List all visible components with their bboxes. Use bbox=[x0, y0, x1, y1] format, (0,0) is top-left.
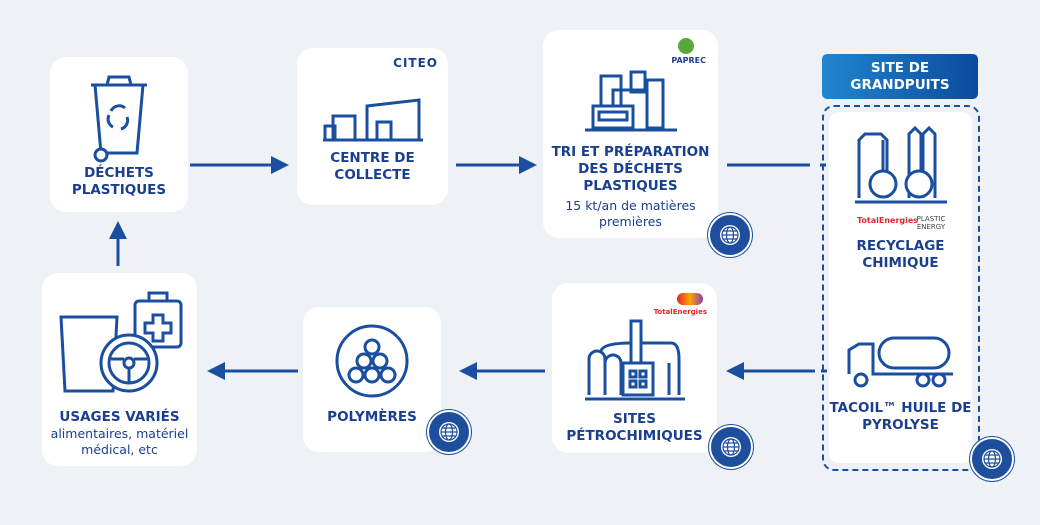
factory-icon bbox=[584, 70, 677, 132]
site-grandpuits-header: SITE DE GRANDPUITS bbox=[822, 54, 978, 99]
plastic-energy-logo: PLASTIC ENERGY bbox=[916, 215, 946, 231]
globe-icon bbox=[721, 437, 741, 457]
products-icon bbox=[58, 291, 182, 393]
chemical-plant-icon bbox=[854, 126, 947, 204]
node-title: TRI ET PRÉPARATION DES DÉCHETS PLASTIQUE… bbox=[551, 144, 710, 194]
node-subtitle: alimentaires, matériel médical, etc bbox=[50, 426, 189, 457]
citeo-logo: CITEO bbox=[393, 56, 438, 70]
node-sites-petrochimiques: TotalEnergies SITES PÉTROCHIMIQUES bbox=[552, 283, 717, 453]
node-centre-collecte: CITEO CENTRE DE COLLECTE bbox=[297, 48, 448, 205]
node-polymeres: POLYMÈRES bbox=[303, 307, 441, 452]
iscc-seal-tacoil bbox=[970, 437, 1014, 481]
node-title: USAGES VARIÉS bbox=[59, 409, 180, 425]
warehouse-icon bbox=[322, 98, 423, 142]
polymer-spheres-icon bbox=[335, 324, 409, 398]
recycling-bin-icon bbox=[91, 75, 147, 163]
recyclage-title: RECYCLAGE CHIMIQUE bbox=[856, 238, 945, 271]
globe-icon bbox=[982, 449, 1002, 469]
iscc-seal-petro bbox=[709, 425, 753, 469]
totalenergies-logo: TotalEnergies bbox=[857, 216, 919, 225]
node-usages-varies: USAGES VARIÉS alimentaires, matériel méd… bbox=[42, 273, 197, 466]
site-grandpuits-boundary bbox=[822, 105, 980, 471]
tacoil-title: TACOIL™ HUILE DE PYROLYSE bbox=[829, 400, 972, 433]
globe-icon bbox=[439, 422, 459, 442]
node-dechets-plastiques: DÉCHETS PLASTIQUES bbox=[50, 57, 188, 212]
globe-icon bbox=[720, 225, 740, 245]
paprec-globe-icon bbox=[678, 38, 694, 54]
totalenergies-logo: TotalEnergies bbox=[653, 308, 707, 316]
node-tri-preparation: PAPREC TRI ET PRÉPARATION DES DÉCHETS PL… bbox=[543, 30, 718, 238]
totalenergies-logo-mark bbox=[677, 293, 703, 305]
iscc-seal-polymeres bbox=[427, 410, 471, 454]
node-title: POLYMÈRES bbox=[327, 409, 417, 425]
paprec-logo: PAPREC bbox=[671, 56, 706, 65]
tanker-truck-icon bbox=[847, 336, 953, 388]
iscc-seal-tri bbox=[708, 213, 752, 257]
refinery-icon bbox=[584, 319, 685, 401]
node-title: SITES PÉTROCHIMIQUES bbox=[566, 411, 703, 444]
node-site-grandpuits: TotalEnergies PLASTIC ENERGY RECYCLAGE C… bbox=[829, 112, 972, 463]
node-subtitle: 15 kt/an de matières premières bbox=[565, 198, 696, 229]
node-title: DÉCHETS PLASTIQUES bbox=[71, 165, 167, 198]
node-title: CENTRE DE COLLECTE bbox=[330, 150, 415, 183]
